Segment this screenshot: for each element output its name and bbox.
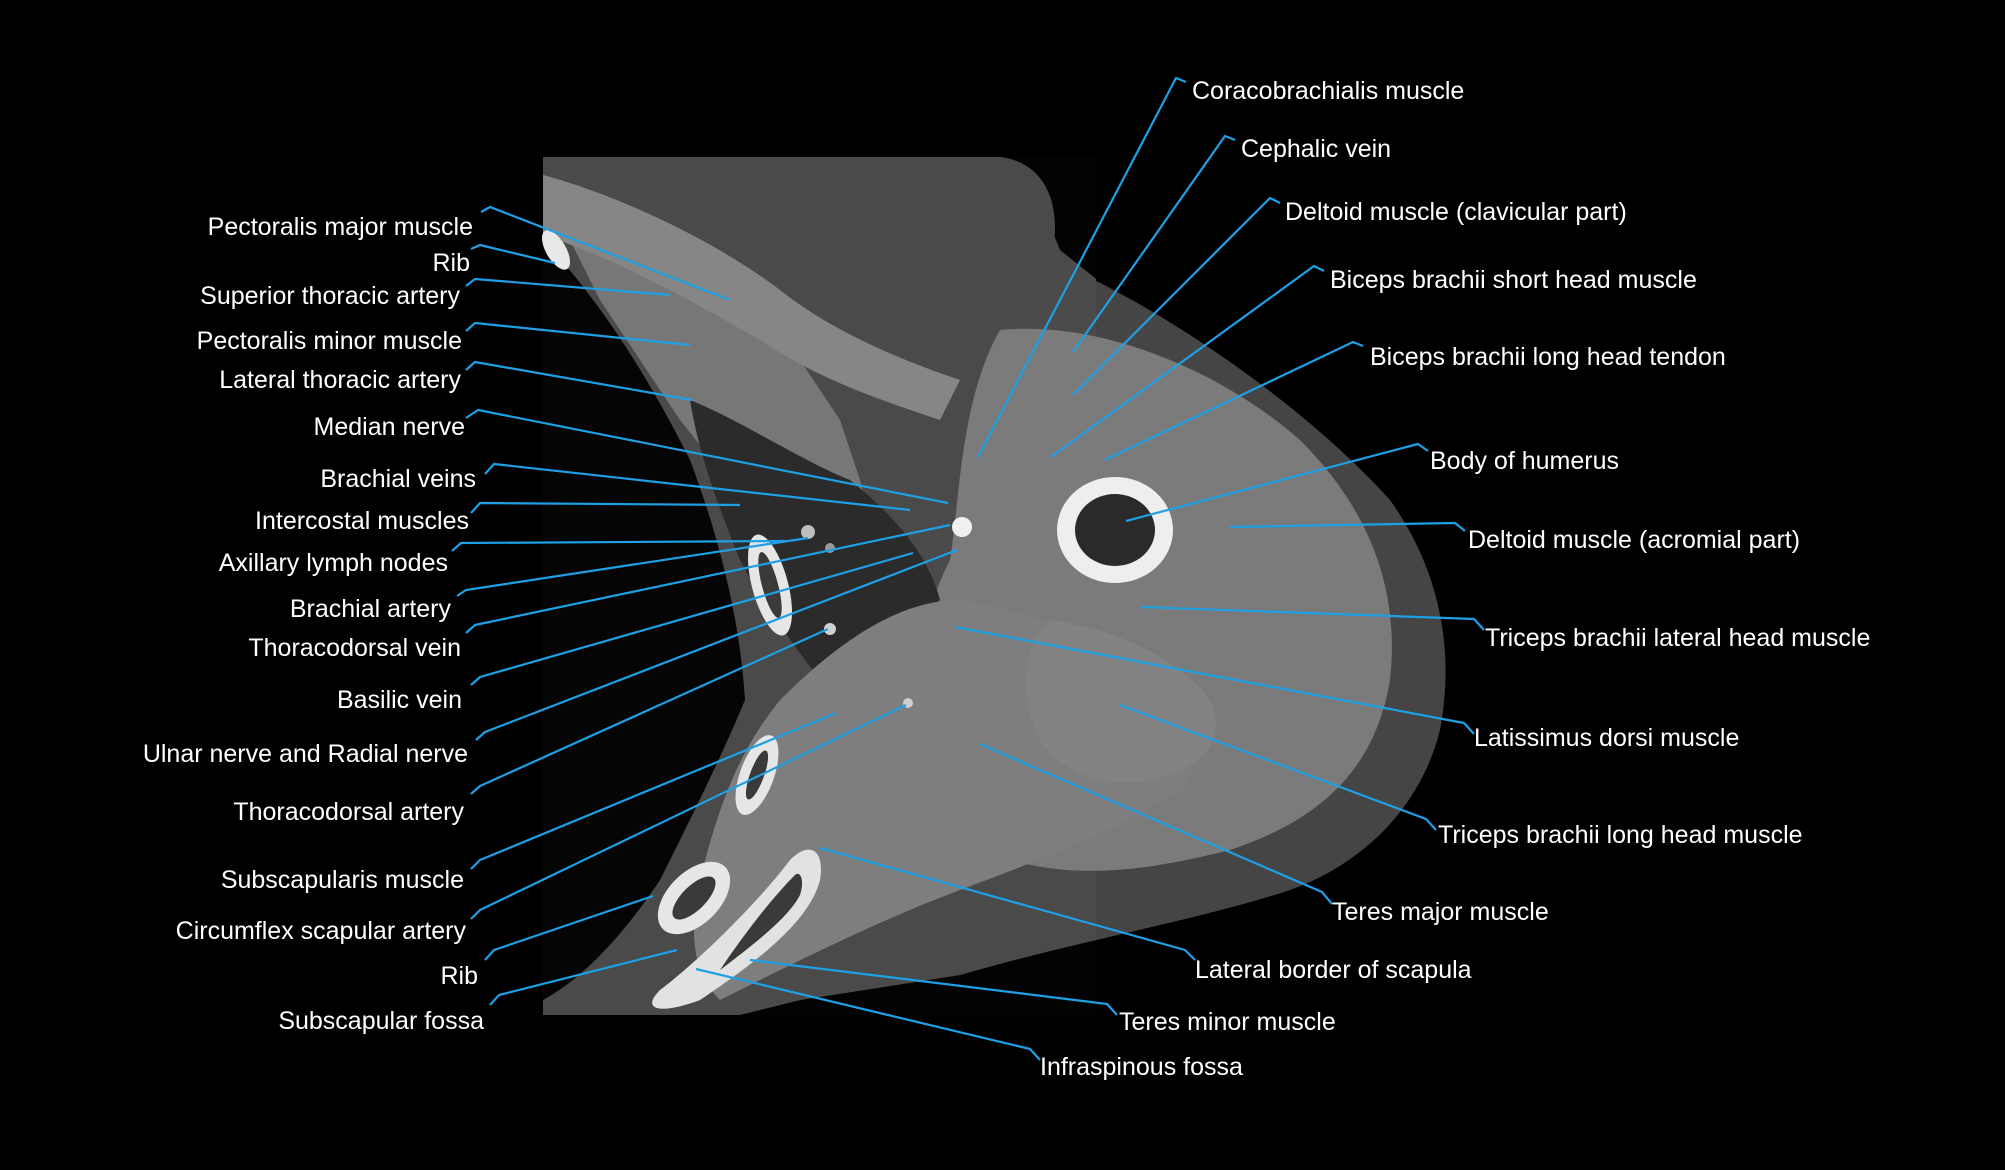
label-cephalic-vein: Cephalic vein — [1241, 135, 1391, 163]
labels-left: Pectoralis major muscle Rib Superior tho… — [143, 213, 484, 1035]
label-brachial-veins: Brachial veins — [320, 465, 476, 493]
label-superior-thoracic-artery: Superior thoracic artery — [200, 282, 460, 310]
label-intercostal-muscles: Intercostal muscles — [255, 507, 469, 535]
label-teres-major-muscle: Teres major muscle — [1332, 898, 1549, 926]
ct-scan-image — [542, 157, 1446, 1015]
label-subscapular-fossa: Subscapular fossa — [278, 1007, 484, 1035]
label-pectoralis-minor-muscle: Pectoralis minor muscle — [197, 327, 462, 355]
label-triceps-brachii-long-head-muscle: Triceps brachii long head muscle — [1438, 821, 1803, 849]
label-pectoralis-major-muscle: Pectoralis major muscle — [208, 213, 473, 241]
label-biceps-brachii-short-head-muscle: Biceps brachii short head muscle — [1330, 266, 1697, 294]
label-rib-upper: Rib — [432, 249, 470, 277]
label-subscapularis-muscle: Subscapularis muscle — [221, 866, 464, 894]
label-body-of-humerus: Body of humerus — [1430, 447, 1619, 475]
label-biceps-brachii-long-head-tendon: Biceps brachii long head tendon — [1370, 343, 1726, 371]
label-thoracodorsal-vein: Thoracodorsal vein — [248, 634, 461, 662]
label-infraspinous-fossa: Infraspinous fossa — [1040, 1053, 1243, 1081]
label-axillary-lymph-nodes: Axillary lymph nodes — [219, 549, 448, 577]
label-circumflex-scapular-artery: Circumflex scapular artery — [176, 917, 467, 945]
labels-right: Coracobrachialis muscle Cephalic vein De… — [1040, 77, 1870, 1081]
label-median-nerve: Median nerve — [314, 413, 465, 441]
label-ulnar-nerve-and-radial-nerve: Ulnar nerve and Radial nerve — [143, 740, 468, 768]
label-triceps-brachii-lateral-head-muscle: Triceps brachii lateral head muscle — [1485, 624, 1870, 652]
label-lateral-thoracic-artery: Lateral thoracic artery — [219, 366, 461, 394]
label-teres-minor-muscle: Teres minor muscle — [1119, 1008, 1336, 1036]
leader-lines-left — [451, 205, 958, 1006]
label-thoracodorsal-artery: Thoracodorsal artery — [233, 798, 464, 826]
label-coracobrachialis-muscle: Coracobrachialis muscle — [1192, 77, 1464, 105]
label-lateral-border-of-scapula: Lateral border of scapula — [1195, 956, 1472, 984]
leader-lines-right — [695, 76, 1485, 1061]
label-basilic-vein: Basilic vein — [337, 686, 462, 714]
label-latissimus-dorsi-muscle: Latissimus dorsi muscle — [1474, 724, 1739, 752]
label-deltoid-muscle-clavicular-part: Deltoid muscle (clavicular part) — [1285, 198, 1627, 226]
label-rib-lower: Rib — [440, 962, 478, 990]
label-brachial-artery: Brachial artery — [290, 595, 452, 623]
label-deltoid-muscle-acromial-part: Deltoid muscle (acromial part) — [1468, 526, 1800, 554]
